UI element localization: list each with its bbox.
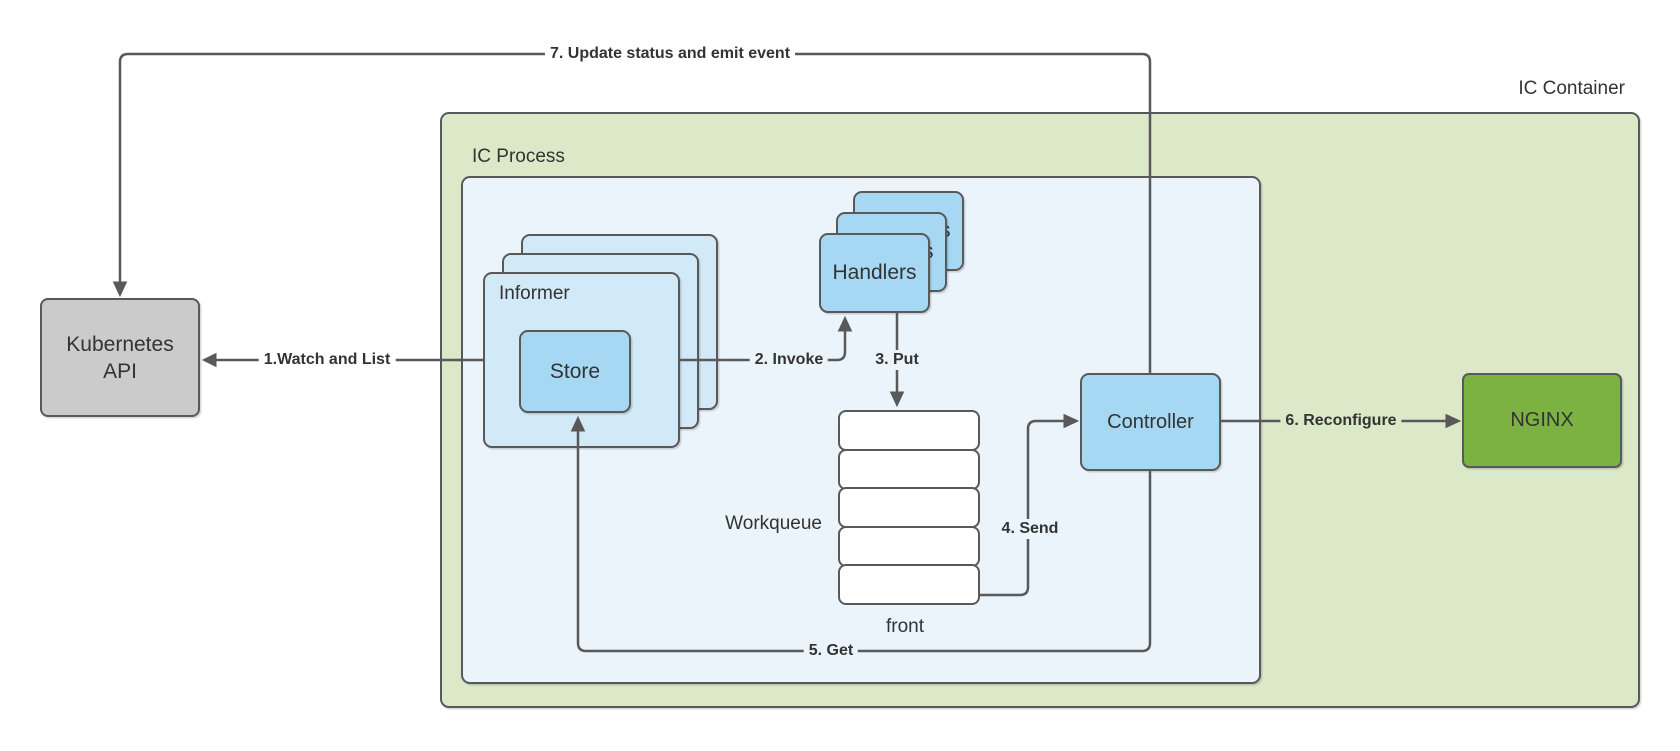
nginx-box: NGINX	[1462, 373, 1622, 468]
ic-process-label: IC Process	[472, 146, 565, 167]
controller-label: Controller	[1107, 410, 1194, 433]
workqueue-cell	[838, 564, 980, 605]
controller-box: Controller	[1080, 373, 1221, 471]
handlers-label: Handlers	[832, 261, 917, 284]
store-label: Store	[549, 359, 601, 383]
edge-watch-and-list-arrowhead	[201, 352, 217, 368]
workqueue-stack	[838, 410, 980, 605]
edge-get-label: 5. Get	[803, 641, 859, 661]
edge-reconfigure-label: 6. Reconfigure	[1280, 411, 1402, 431]
workqueue-front-label: front	[885, 616, 925, 637]
kubernetes-api-label-line1: Kubernetes	[66, 332, 174, 356]
ic-container-label: IC Container	[1518, 78, 1625, 99]
workqueue-cell	[838, 410, 980, 451]
workqueue-cell	[838, 487, 980, 528]
workqueue-label: Workqueue	[725, 513, 822, 534]
store-box: Store	[519, 330, 631, 413]
handlers-box: Handlers	[819, 233, 930, 313]
nginx-label: NGINX	[1510, 409, 1574, 431]
workqueue-cell	[838, 525, 980, 567]
edge-watch-and-list-label: 1.Watch and List	[258, 350, 396, 370]
edge-put-label: 3. Put	[870, 350, 924, 370]
edge-send-label: 4. Send	[996, 519, 1064, 539]
edge-invoke-label: 2. Invoke	[749, 350, 829, 370]
kubernetes-api-label-line2: API	[103, 359, 137, 383]
informer-label: Informer	[499, 283, 570, 304]
workqueue-cell	[838, 448, 980, 490]
edge-update-status-arrowhead	[112, 281, 128, 298]
kubernetes-api-box: Kubernetes API	[40, 298, 200, 417]
edge-update-status-label: 7. Update status and emit event	[544, 44, 796, 64]
